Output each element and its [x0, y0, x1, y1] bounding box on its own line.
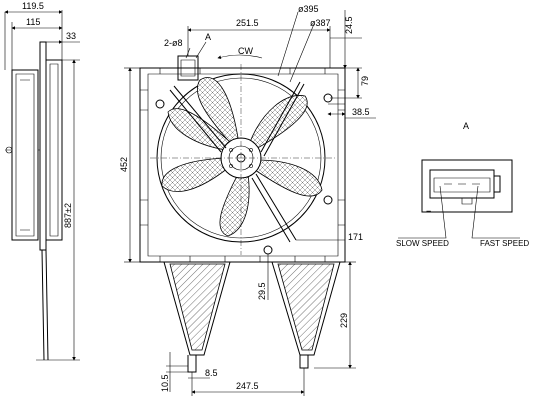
view-a-marker: A — [205, 32, 211, 42]
dim-887: 887±2 — [63, 203, 73, 228]
dim-452: 452 — [119, 157, 129, 172]
detail-a-connector: A − SLOW SPEED FAST SPEED — [396, 121, 529, 248]
dim-33: 33 — [66, 31, 76, 41]
dim-171: 171 — [348, 232, 363, 242]
fast-speed-label: FAST SPEED — [480, 239, 529, 248]
dim-79: 79 — [360, 76, 370, 86]
dim-251-5: 251.5 — [236, 18, 259, 28]
dim-24-5: 24.5 — [344, 16, 354, 34]
detail-a-title: A — [463, 121, 469, 131]
dim-d395: ø395 — [298, 4, 319, 14]
dim-8-5: 8.5 — [205, 368, 218, 378]
front-view — [139, 55, 346, 373]
fan-blades — [161, 77, 323, 237]
side-view: 119.5 115 33 887±2 — [4, 1, 80, 361]
dim-229: 229 — [339, 313, 349, 328]
minus-terminal: − — [426, 206, 431, 216]
dim-115: 115 — [26, 17, 40, 27]
dim-38-5: 38.5 — [352, 107, 370, 117]
dim-10-5: 10.5 — [160, 374, 170, 392]
dim-29-5: 29.5 — [257, 282, 267, 300]
rotation-label: CW — [238, 46, 253, 56]
front-dimensions: 251.5 24.5 ø395 ø387 2-ø8 A CW 79 38.5 4… — [119, 4, 376, 396]
dim-247-5: 247.5 — [236, 381, 259, 391]
dim-119-5: 119.5 — [22, 1, 44, 11]
dim-d387: ø387 — [310, 18, 331, 28]
dim-2-d8: 2-ø8 — [164, 38, 183, 48]
slow-speed-label: SLOW SPEED — [396, 239, 449, 248]
